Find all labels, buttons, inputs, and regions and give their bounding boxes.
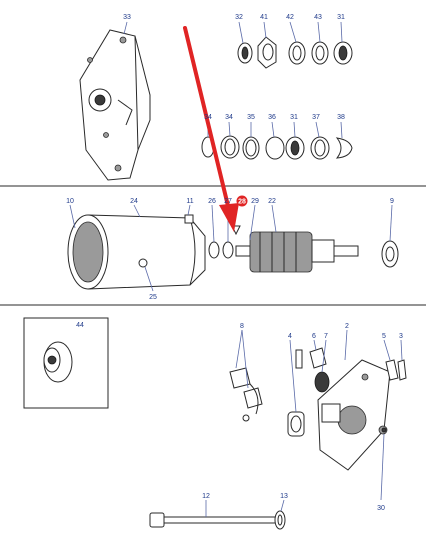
brush-set-8 xyxy=(229,367,263,422)
armature-part xyxy=(235,231,359,273)
callout-28[interactable]: 28 xyxy=(238,199,246,206)
washer-9-part xyxy=(381,240,399,268)
end-bracket-part xyxy=(79,29,151,181)
callout-43: 43 xyxy=(314,14,322,21)
callout-38: 38 xyxy=(337,114,345,121)
through-bolt-12 xyxy=(149,512,277,528)
callout-25: 25 xyxy=(149,294,157,301)
brush-holder-parts xyxy=(287,347,330,437)
callout-13: 13 xyxy=(280,493,288,500)
pulley-inset-44 xyxy=(23,317,109,409)
callout-3: 3 xyxy=(399,333,403,340)
callout-37: 37 xyxy=(312,114,320,121)
second-washer-row xyxy=(201,135,353,160)
callout-7: 7 xyxy=(324,333,328,340)
top-washer-row xyxy=(237,36,353,69)
callout-5: 5 xyxy=(382,333,386,340)
yoke-housing-part xyxy=(67,214,206,290)
callout-32: 32 xyxy=(235,14,243,21)
callout-28-highlight[interactable] xyxy=(236,195,248,207)
callout-29: 29 xyxy=(251,198,259,205)
callout-31-middle: 31 xyxy=(290,114,298,121)
callout-34-second: 34 xyxy=(225,114,233,121)
callout-8: 8 xyxy=(240,323,244,330)
callout-27: 27 xyxy=(224,198,232,205)
callout-44: 44 xyxy=(76,322,84,329)
callout-10: 10 xyxy=(66,198,74,205)
callout-9: 9 xyxy=(390,198,394,205)
callout-31-top: 31 xyxy=(337,14,345,21)
callout-35: 35 xyxy=(247,114,255,121)
nut-13 xyxy=(274,510,286,530)
callout-36: 36 xyxy=(268,114,276,121)
callout-2: 2 xyxy=(345,323,349,330)
red-pointer-arrow xyxy=(183,26,239,232)
callout-41: 41 xyxy=(260,14,268,21)
callout-42: 42 xyxy=(286,14,294,21)
callout-30: 30 xyxy=(377,505,385,512)
callout-4: 4 xyxy=(288,333,292,340)
callout-12: 12 xyxy=(202,493,210,500)
callout-33: 33 xyxy=(123,14,131,21)
callout-22: 22 xyxy=(268,198,276,205)
callout-26: 26 xyxy=(208,198,216,205)
callout-34-first: 34 xyxy=(204,114,212,121)
commutator-end-plate xyxy=(317,359,407,471)
callout-24: 24 xyxy=(130,198,138,205)
callout-11: 11 xyxy=(186,198,193,205)
spacer-parts xyxy=(208,241,234,259)
callout-6: 6 xyxy=(312,333,316,340)
